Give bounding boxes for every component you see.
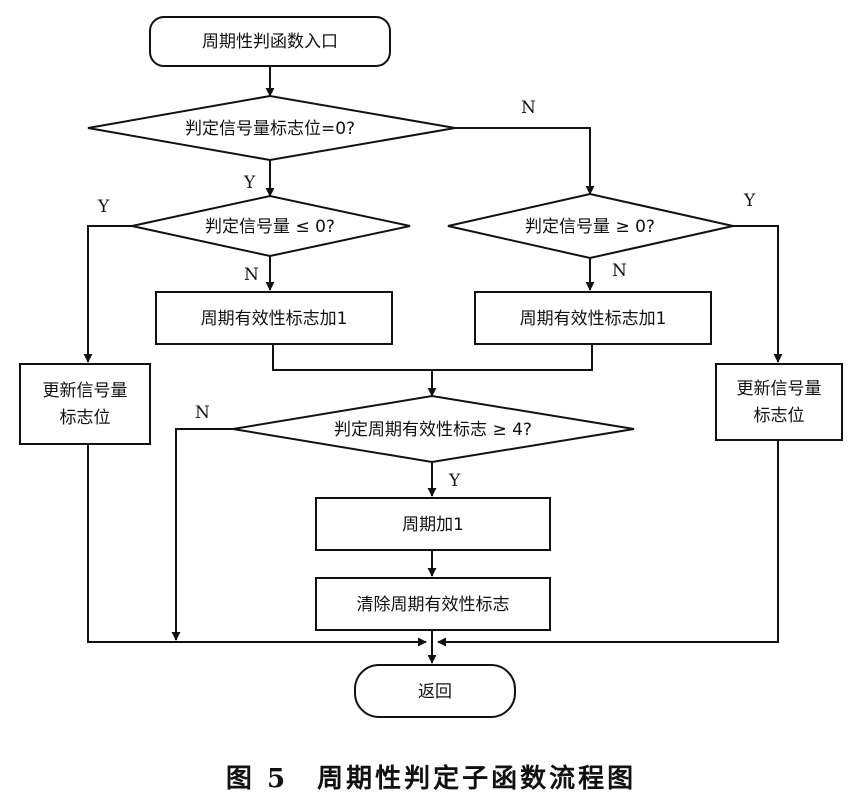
- edge-left-process-merge: [272, 344, 432, 371]
- label-valid-no: N: [195, 403, 210, 423]
- edge-le-yes: [83, 225, 132, 363]
- process-update-left-line1: 更新信号量: [43, 381, 128, 401]
- edge-update-left-merge: [87, 444, 427, 647]
- decision-ge-zero: [447, 192, 734, 260]
- process-update-right: [715, 363, 843, 441]
- process-period-add-label: 周期加1: [402, 515, 464, 535]
- label-le-zero-no: N: [244, 265, 259, 285]
- edge-valid-no: [171, 428, 233, 641]
- label-ge-zero-yes: Y: [743, 191, 756, 211]
- edge-ge-yes: [733, 225, 783, 363]
- decision-valid-ge4: [232, 394, 635, 464]
- process-update-right-line2: 标志位: [754, 406, 805, 426]
- decision-valid-ge4-label: 判定周期有效性标志 ≥ 4?: [334, 420, 532, 440]
- process-update-left: [19, 363, 151, 445]
- end-terminal: [354, 664, 516, 718]
- start-label: 周期性判函数入口: [202, 32, 338, 52]
- process-left-increment-label: 周期有效性标志加1: [201, 309, 348, 329]
- decision-ge-zero-label: 判定信号量 ≥ 0?: [525, 217, 655, 237]
- figure-caption: 图 5 周期性判定子函数流程图: [226, 763, 636, 794]
- edge-update-right-merge: [437, 440, 779, 647]
- process-update-left-line2: 标志位: [60, 408, 111, 428]
- process-left-increment: [155, 291, 393, 345]
- process-period-add: [315, 497, 551, 551]
- process-right-increment-label: 周期有效性标志加1: [520, 309, 667, 329]
- edge-flag-no: [455, 127, 595, 195]
- decision-le-zero: [131, 194, 411, 258]
- decision-flag-zero: [87, 94, 456, 162]
- process-clear-flag: [315, 577, 551, 631]
- label-flag-zero-yes: Y: [243, 173, 256, 193]
- label-le-zero-yes: Y: [97, 197, 110, 217]
- label-ge-zero-no: N: [612, 261, 627, 281]
- label-valid-yes: Y: [448, 471, 461, 491]
- process-update-right-line1: 更新信号量: [737, 379, 822, 399]
- decision-flag-zero-label: 判定信号量标志位=0?: [185, 119, 355, 139]
- end-label: 返回: [418, 682, 452, 702]
- decision-le-zero-label: 判定信号量 ≤ 0?: [205, 217, 335, 237]
- label-flag-zero-no: N: [521, 98, 536, 118]
- start-terminal: [149, 16, 391, 67]
- process-clear-flag-label: 清除周期有效性标志: [357, 595, 510, 615]
- edge-right-process-merge: [432, 344, 593, 371]
- process-right-increment: [474, 291, 712, 345]
